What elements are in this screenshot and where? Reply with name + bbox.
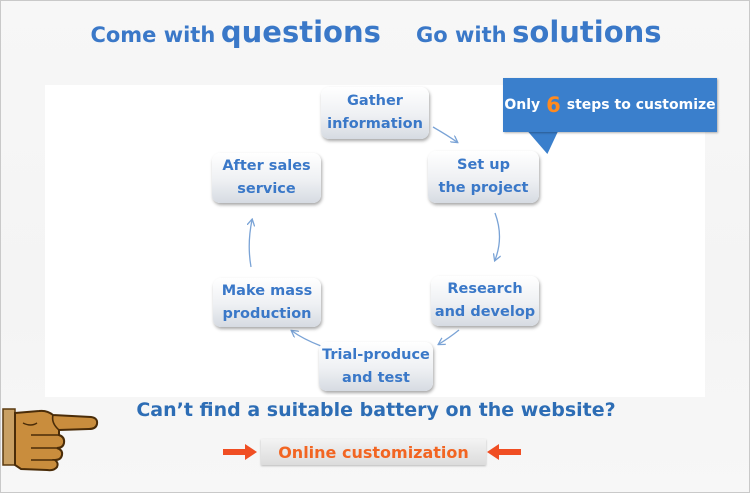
question-text: Can’t find a suitable battery on the web… xyxy=(136,399,616,421)
arrow-mass-to-aftersales xyxy=(249,220,252,268)
online-customization-button[interactable]: Online customization xyxy=(261,439,486,465)
cta-row: Online customization xyxy=(223,437,523,467)
step-make-mass-production: Make mass production xyxy=(213,278,321,327)
arrow-setup-to-research xyxy=(495,212,500,260)
step-trial-produce-test: Trial-produce and test xyxy=(319,342,433,391)
headline-go-with: Go with xyxy=(416,23,507,47)
headline: Come with questions Go with solutions xyxy=(1,15,749,49)
headline-questions: questions xyxy=(220,15,381,49)
steps-callout: Only 6 steps to customize xyxy=(503,78,717,132)
headline-solutions: solutions xyxy=(512,15,662,49)
step-gather-information: Gather information xyxy=(321,87,429,139)
step-set-up-project: Set up the project xyxy=(428,151,539,203)
arrow-trial-to-mass xyxy=(292,331,322,347)
callout-prefix: Only xyxy=(504,97,541,113)
step-after-sales-service: After sales service xyxy=(212,153,321,203)
left-arrow-icon xyxy=(487,444,521,460)
step-research-develop: Research and develop xyxy=(431,276,539,326)
pointing-hand-icon xyxy=(2,408,99,472)
headline-come-with: Come with xyxy=(90,23,216,47)
arrow-research-to-trial xyxy=(439,329,460,344)
callout-suffix: steps to customize xyxy=(566,97,716,113)
callout-number: 6 xyxy=(546,93,561,117)
arrow-gather-to-setup xyxy=(432,126,457,142)
right-arrow-icon xyxy=(223,444,257,460)
